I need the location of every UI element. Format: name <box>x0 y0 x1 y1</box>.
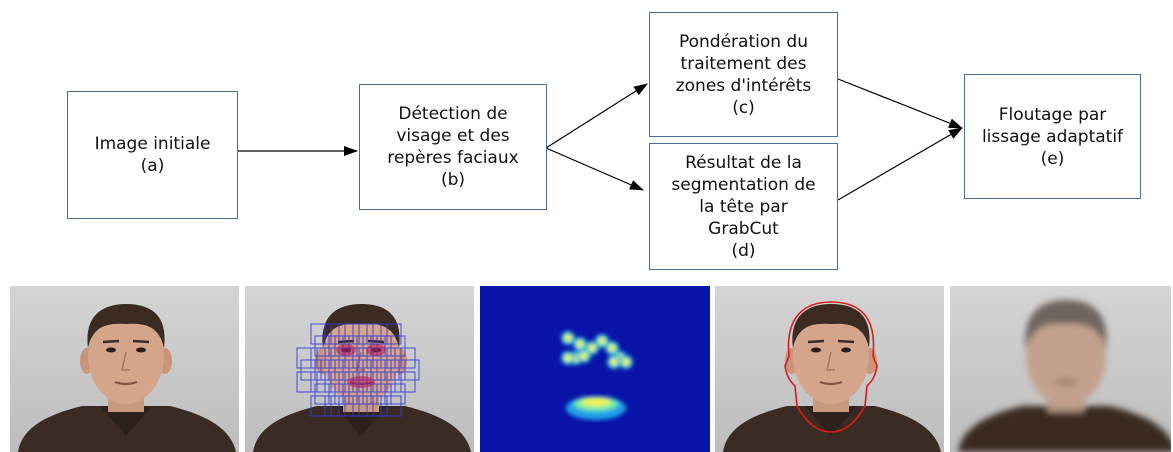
node-b-line-4: (b) <box>440 170 466 190</box>
interest-blob <box>623 359 629 365</box>
node-d-line-1: Résultat de la <box>685 152 802 173</box>
node-ponderation: Pondération du traitement des zones d'in… <box>649 12 838 137</box>
node-e-line-3: (e) <box>1040 148 1065 169</box>
interest-blob <box>589 345 595 351</box>
image-panel-d <box>715 286 944 452</box>
landmark-square <box>398 359 420 381</box>
portrait-segmentation-image <box>715 286 944 452</box>
arrow-c-to-e <box>837 78 963 129</box>
portrait-blurred-image <box>950 286 1171 452</box>
weight-map-image <box>480 286 710 452</box>
node-d-line-4: GrabCut <box>708 218 779 239</box>
node-d-line-5: (d) <box>731 240 756 261</box>
arrow-d-to-e <box>837 127 963 201</box>
interest-blob <box>577 341 583 347</box>
interest-blob <box>565 355 571 361</box>
landmark-square <box>310 323 332 345</box>
landmark-square <box>338 395 360 417</box>
node-detection-visage: Détection de visage et des repères facia… <box>359 84 547 210</box>
image-panel-b <box>245 286 474 452</box>
landmark-square <box>324 395 346 417</box>
node-a-line-2: (a) <box>140 156 165 176</box>
node-b-line-2: visage et des <box>396 126 510 146</box>
node-b-line-1: Détection de <box>398 104 508 124</box>
landmark-square <box>310 395 332 417</box>
interest-blob <box>609 345 615 351</box>
node-c-line-4: (c) <box>732 97 755 118</box>
landmark-square <box>384 383 406 405</box>
node-image-initiale: Image initiale (a) <box>67 91 238 219</box>
node-e-line-2: lissage adaptatif <box>981 126 1124 147</box>
image-panel-c <box>480 286 710 452</box>
portrait-original-image <box>10 286 239 452</box>
interest-blob <box>581 353 587 359</box>
node-c-line-1: Pondération du <box>678 31 808 52</box>
interest-blob <box>565 335 571 341</box>
arrow-b-to-c <box>545 83 648 149</box>
landmark-square <box>366 395 388 417</box>
landmark-square <box>352 395 374 417</box>
node-c-line-2: traitement des <box>680 53 807 74</box>
interest-blob <box>599 338 605 344</box>
image-panel-a <box>10 286 239 452</box>
landmark-square <box>310 371 332 393</box>
node-c-line-3: zones d'intérêts <box>675 75 812 96</box>
node-b-line-3: repères faciaux <box>387 148 519 168</box>
arrow-b-to-d <box>545 147 644 191</box>
interest-blob <box>611 359 617 365</box>
node-floutage: Floutage par lissage adaptatif (e) <box>964 74 1141 199</box>
node-e-line-1: Floutage par <box>998 104 1107 125</box>
image-panel-e <box>950 286 1171 452</box>
landmark-square <box>380 395 402 417</box>
node-segmentation-grabcut: Résultat de la segmentation de la tête p… <box>649 143 838 270</box>
portrait-landmarks-image <box>245 286 474 452</box>
node-d-line-3: la tête par <box>699 196 788 217</box>
node-a-line-1: Image initiale <box>94 134 211 154</box>
landmark-square <box>296 347 318 369</box>
flowchart-arrows <box>237 78 963 201</box>
landmark-square <box>296 371 318 393</box>
node-d-line-2: segmentation de <box>671 174 816 195</box>
